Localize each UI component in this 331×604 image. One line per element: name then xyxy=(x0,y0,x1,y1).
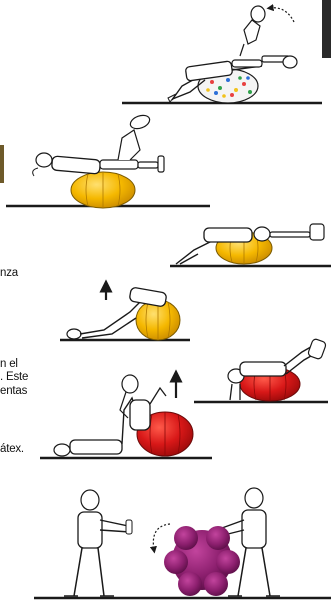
person-head xyxy=(81,490,99,510)
person-head xyxy=(245,488,263,508)
edge-mark xyxy=(322,0,331,58)
figure-yellow-ball-2 xyxy=(170,224,331,266)
figure-red-ball-2 xyxy=(40,375,212,458)
figure-purple-ball xyxy=(34,488,331,598)
purple-ball xyxy=(164,526,240,596)
figure-red-ball-1 xyxy=(194,338,328,402)
figure-multicolor-ball xyxy=(122,6,322,103)
figure-yellow-ball-3 xyxy=(60,286,190,340)
curved-arrow-icon xyxy=(153,524,170,550)
figure-yellow-ball-1 xyxy=(6,113,210,208)
edge-mark-left xyxy=(0,145,4,183)
rotation-arrow-icon xyxy=(270,8,294,22)
